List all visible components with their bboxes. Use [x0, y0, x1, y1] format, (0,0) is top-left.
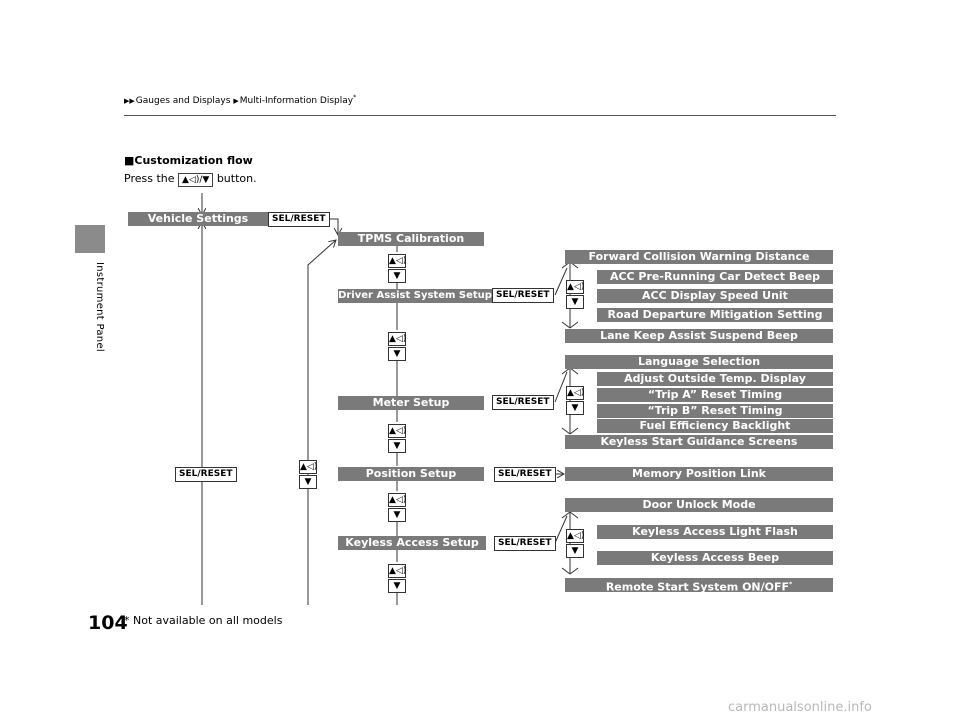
- volume-up-icon[interactable]: ▲◁): [566, 386, 585, 400]
- item-outside-temp: Adjust Outside Temp. Display: [597, 372, 833, 386]
- menu-meter-setup: Meter Setup: [338, 396, 484, 410]
- section-tab-marker: [75, 225, 105, 253]
- down-arrow-icon[interactable]: ▼: [388, 347, 406, 361]
- page-number: 104: [88, 612, 128, 634]
- volume-up-icon[interactable]: ▲◁): [566, 529, 585, 543]
- breadcrumb-arrow-icon: ▶: [233, 97, 239, 105]
- item-road-departure: Road Departure Mitigation Setting: [597, 308, 833, 322]
- section-label: Instrument Panel: [94, 262, 105, 352]
- down-arrow-icon[interactable]: ▼: [566, 401, 584, 415]
- footnote: * Not available on all models: [124, 614, 283, 627]
- up-down-control[interactable]: ▲◁)▼: [388, 332, 406, 362]
- item-access-beep: Keyless Access Beep: [597, 551, 833, 565]
- item-trip-b: “Trip B” Reset Timing: [597, 404, 833, 418]
- breadcrumb: ▶▶Gauges and Displays ▶Multi-Information…: [124, 94, 356, 106]
- down-arrow-icon[interactable]: ▼: [388, 579, 406, 593]
- sel-reset-button[interactable]: SEL/RESET: [492, 288, 554, 303]
- down-arrow-icon[interactable]: ▼: [566, 544, 584, 558]
- up-down-control[interactable]: ▲◁)▼: [388, 493, 406, 523]
- breadcrumb-item-gauges[interactable]: Gauges and Displays: [135, 96, 231, 106]
- volume-up-icon[interactable]: ▲◁): [388, 332, 407, 346]
- sel-reset-button[interactable]: SEL/RESET: [494, 536, 556, 551]
- down-arrow-icon[interactable]: ▼: [566, 295, 584, 309]
- down-arrow-icon[interactable]: ▼: [388, 269, 406, 283]
- down-arrow-icon[interactable]: ▼: [299, 475, 317, 489]
- volume-up-icon[interactable]: ▲◁): [388, 493, 407, 507]
- volume-up-icon[interactable]: ▲◁): [388, 254, 407, 268]
- header-rule: [124, 115, 836, 116]
- item-acc-detect-beep: ACC Pre-Running Car Detect Beep: [597, 270, 833, 284]
- breadcrumb-arrow-icon: ▶▶: [124, 97, 135, 105]
- menu-driver-assist: Driver Assist System Setup: [338, 289, 492, 303]
- item-fuel-backlight: Fuel Efficiency Backlight: [597, 419, 833, 433]
- menu-position-setup: Position Setup: [338, 467, 484, 481]
- down-arrow-icon[interactable]: ▼: [388, 508, 406, 522]
- up-down-control[interactable]: ▲◁)▼: [299, 460, 317, 490]
- instruction-suffix: button.: [216, 172, 257, 185]
- sel-reset-button[interactable]: SEL/RESET: [494, 467, 556, 482]
- breadcrumb-asterisk: *: [353, 94, 357, 101]
- item-keyless-guidance: Keyless Start Guidance Screens: [565, 435, 833, 449]
- item-light-flash: Keyless Access Light Flash: [597, 525, 833, 539]
- item-language: Language Selection: [565, 355, 833, 369]
- menu-keyless-access-setup: Keyless Access Setup: [338, 536, 486, 550]
- menu-tpms-calibration: TPMS Calibration: [338, 232, 484, 246]
- down-arrow-icon[interactable]: ▼: [388, 439, 406, 453]
- menu-vehicle-settings: Vehicle Settings: [128, 212, 268, 226]
- remote-start-asterisk: *: [789, 581, 793, 588]
- sel-reset-button[interactable]: SEL/RESET: [268, 212, 330, 227]
- item-memory-position: Memory Position Link: [565, 467, 833, 481]
- up-down-control[interactable]: ▲◁)▼: [388, 254, 406, 284]
- up-down-control[interactable]: ▲◁)▼: [566, 386, 584, 416]
- volume-up-icon[interactable]: ▲◁): [388, 424, 407, 438]
- up-down-control[interactable]: ▲◁)▼: [566, 280, 584, 310]
- watermark: carmanualsonline.info: [728, 700, 872, 715]
- item-fcw-distance: Forward Collision Warning Distance: [565, 250, 833, 264]
- instruction-prefix: Press the: [124, 172, 175, 185]
- volume-up-down-icon: ▲◁)/▼: [178, 173, 214, 187]
- sidebar: Instrument Panel: [0, 0, 110, 722]
- item-lkas-beep: Lane Keep Assist Suspend Beep: [565, 329, 833, 343]
- up-down-control[interactable]: ▲◁)▼: [566, 529, 584, 559]
- item-acc-speed-unit: ACC Display Speed Unit: [597, 289, 833, 303]
- breadcrumb-item-mid[interactable]: Multi-Information Display: [239, 96, 354, 106]
- section-heading: ■Customization flow: [124, 154, 253, 167]
- item-remote-start: Remote Start System ON/OFF*: [565, 578, 833, 592]
- item-trip-a: “Trip A” Reset Timing: [597, 388, 833, 402]
- instruction-text: Press the ▲◁)/▼ button.: [124, 172, 257, 187]
- up-down-control[interactable]: ▲◁)▼: [388, 424, 406, 454]
- volume-up-icon[interactable]: ▲◁): [566, 280, 585, 294]
- remote-start-label: Remote Start System ON/OFF: [605, 580, 790, 592]
- sel-reset-button[interactable]: SEL/RESET: [175, 467, 237, 482]
- sel-reset-button[interactable]: SEL/RESET: [492, 395, 554, 410]
- up-down-control[interactable]: ▲◁)▼: [388, 564, 406, 594]
- volume-up-icon[interactable]: ▲◁): [388, 564, 407, 578]
- item-door-unlock: Door Unlock Mode: [565, 498, 833, 512]
- volume-up-icon[interactable]: ▲◁): [299, 460, 318, 474]
